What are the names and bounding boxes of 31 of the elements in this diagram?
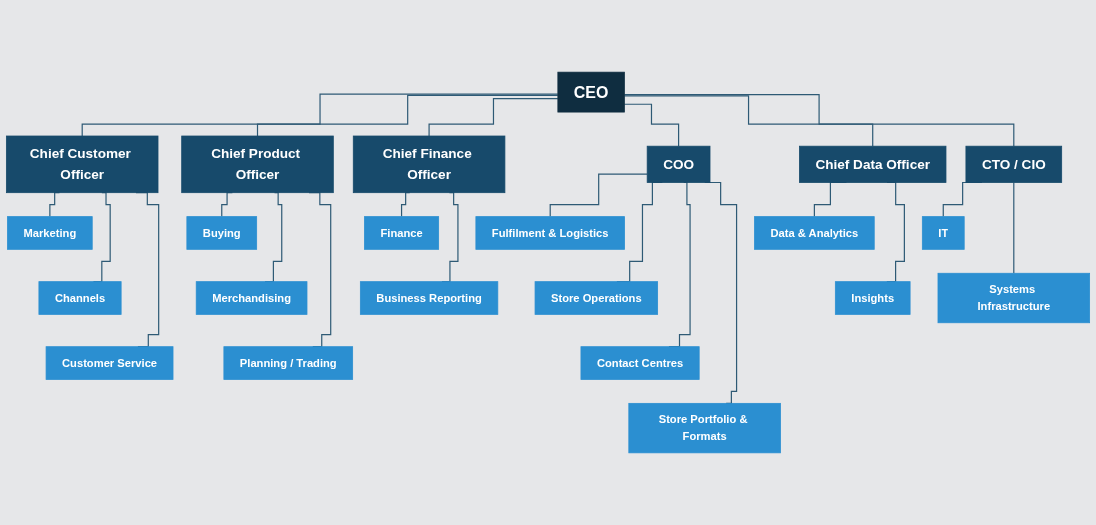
node-box: Store Portfolio & Formats: [628, 402, 781, 454]
node-box: Planning / Trading: [223, 346, 354, 380]
node-box: Chief Data Officer: [799, 145, 947, 183]
node-box: IT: [921, 216, 965, 250]
node-box: Chief Product Officer: [181, 135, 334, 194]
node-box: Data & Analytics: [754, 216, 875, 250]
connector: [549, 173, 648, 218]
node-box: Channels: [38, 281, 122, 315]
node-box: Chief Finance Officer: [352, 135, 506, 194]
node-box: Insights: [834, 281, 911, 315]
connector: [81, 93, 559, 137]
node-box: Chief Customer Officer: [5, 135, 159, 194]
connector: [428, 98, 559, 137]
connector: [256, 94, 559, 137]
node-box: Systems Infrastructure: [937, 272, 1090, 324]
node-box: Fulfilment & Logistics: [475, 216, 625, 250]
node-box: Customer Service: [45, 346, 174, 380]
node-box: CTO / CIO: [965, 145, 1063, 183]
connector: [623, 94, 1015, 147]
node-box: Buying: [186, 216, 258, 250]
node-box: Merchandising: [195, 281, 308, 315]
node-box: Contact Centres: [580, 346, 700, 380]
node-box: Finance: [364, 216, 440, 250]
node-box: CEO: [557, 71, 625, 113]
node-box: Store Operations: [534, 281, 658, 315]
node-box: Business Reporting: [359, 281, 499, 315]
connector: [1013, 181, 1015, 274]
node-box: Marketing: [7, 216, 93, 250]
connector: [623, 103, 680, 147]
node-box: COO: [646, 145, 711, 183]
connector: [623, 95, 874, 147]
